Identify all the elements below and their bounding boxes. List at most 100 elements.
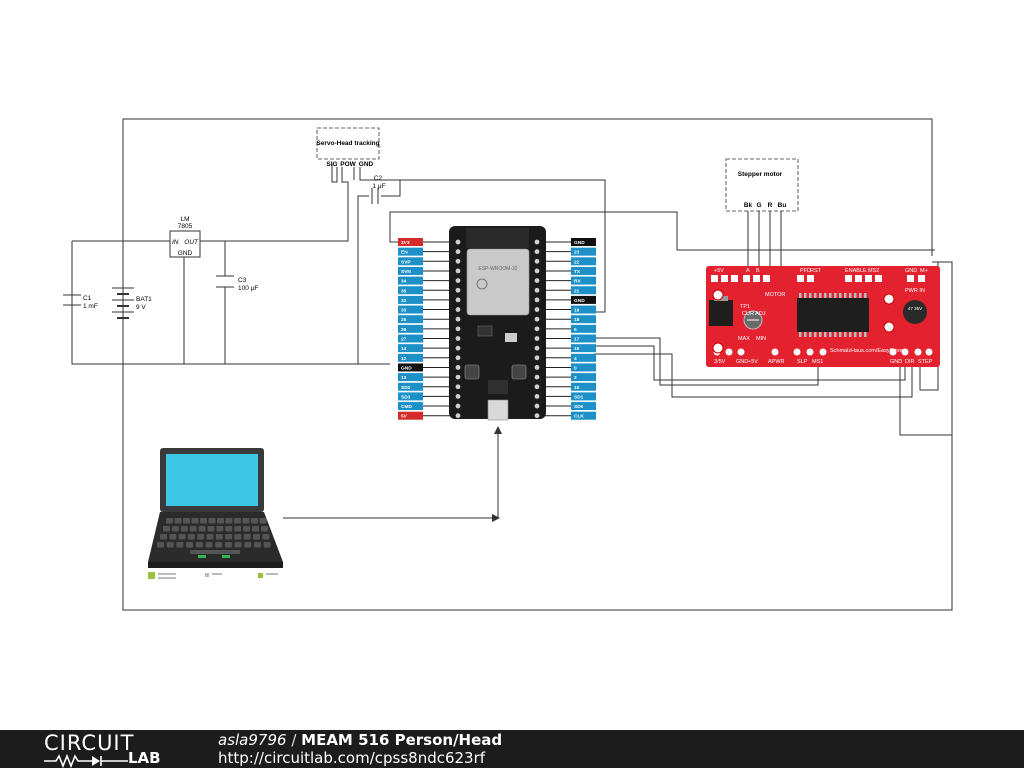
esp32-left-pin: 34 [398,276,455,285]
svg-text:ESP-WROOM-32: ESP-WROOM-32 [478,266,517,272]
esp32-left-pin-label: 12 [401,356,407,362]
esp32-right-pin-label: SD0 [574,404,584,410]
capacitor-c2[interactable]: C2 1 µF [369,175,386,204]
stepper-pin-r: R [768,202,773,209]
driver-chip [797,298,869,332]
esp32-right-pin: 22 [540,257,596,266]
esp32-left-pin-label: SVP [401,259,411,265]
esp32-antenna [466,228,529,248]
esp32-right-pin-label: 23 [574,250,580,256]
footer-circuit-title: MEAM 516 Person/Head [301,731,503,749]
regulator-part: 7805 [178,223,193,230]
esp32-right-pin-label: 19 [574,308,580,314]
esp32-right-pin-label: 2 [574,375,577,381]
esp32-right-pin: 2 [540,373,596,382]
capacitor-c3[interactable]: C3 100 µF [216,275,258,292]
capacitor-c1[interactable]: C1 1 mF [63,294,98,310]
ed-label-tp1: TP1 [740,304,750,310]
esp32-right-pin: 4 [540,353,596,362]
servo-pin-sig: SIG [326,161,337,168]
footer-url-link[interactable]: http://circuitlab.com/cpss8ndc623rf [218,749,486,767]
esp32-left-pin: GND [398,363,455,372]
esp32-left-pin-label: 35 [401,288,407,294]
esp32-left-pin: 14 [398,344,455,353]
esp32-right-pin-label: 0 [574,365,577,371]
esp32-right-pin-label: CLK [574,414,584,420]
esp32-left-pin-label: GND [401,365,412,371]
regulator-lm7805[interactable]: LM 7805 IN OUT GND [169,216,201,258]
ed-bottom-label: +5V [748,359,758,365]
servo-pin-gnd: GND [359,161,374,168]
ed-top-label: GND [905,268,917,274]
laptop-icon[interactable] [148,448,283,579]
logo-bottom-text: LAB [128,749,161,767]
esp32-left-pin-label: SD2 [401,385,411,391]
easydriver-top-pins [711,275,925,282]
esp32-right-pin: 23 [540,247,596,256]
esp32-right-pin: CLK [540,411,596,420]
esp32-left-pin: SD3 [398,392,455,401]
regulator-ref: LM [180,216,189,223]
footer-separator: / [286,731,302,749]
en-button [511,364,527,380]
esp32-left-pin-label: 26 [401,327,407,333]
esp32-left-pin: 25 [398,315,455,324]
esp32-left-pin: 35 [398,286,455,295]
esp32-left-pin: 27 [398,334,455,343]
ed-bottom-label: MS1 [812,359,823,365]
ed-label-max: MAX [738,336,750,342]
ed-bottom-label: STEP [918,359,933,365]
c1-ref: C1 [83,295,92,302]
esp32-left-pin-label: 34 [401,279,407,285]
esp32-right-pin: RX [540,276,596,285]
svg-text:47 35V: 47 35V [908,306,922,311]
esp32-right-pin: 16 [540,344,596,353]
circuitlab-logo[interactable]: CIRCUIT LAB [44,732,174,768]
ed-top-label: ENABLE [845,268,867,274]
esp32-left-pin: 33 [398,305,455,314]
esp32-left-pin-label: 5V [401,414,408,420]
battery-bat1[interactable]: BAT1 9 V [112,287,152,319]
esp32-right-pin-label: TX [574,269,581,275]
ed-bottom-label: 3/5V [714,359,726,365]
esp32-right-pin-label: 16 [574,346,580,352]
esp32-right-pin: SD0 [540,402,596,411]
footer-title: asla9796 / MEAM 516 Person/Head [218,732,502,749]
esp32-right-pin: SD1 [540,392,596,401]
esp32-left-pin-label: 27 [401,337,407,343]
easydriver-board[interactable]: 47 35V MOTOR TP1 CUR ADJ MAX MIN PWR IN … [706,266,940,367]
esp32-left-pin: 3V3 [398,238,455,246]
battery-ref: BAT1 [136,296,152,303]
regulator-pin-out: OUT [184,239,199,246]
battery-value: 9 V [136,304,146,311]
esp32-left-pin-label: EN [401,250,408,256]
esp32-right-pin: 19 [540,305,596,314]
c2-ref: C2 [374,175,383,182]
esp32-right-pin-label: GND [574,240,585,246]
esp32-right-pin-label: 21 [574,288,580,294]
regulator-pin-in: IN [172,239,179,246]
esp32-right-pin: 15 [540,382,596,391]
ed-label-motor: MOTOR [765,292,785,298]
esp32-left-pin: SVP [398,257,455,266]
esp32-right-pin: 17 [540,334,596,343]
ed-label-cur-adj: CUR ADJ [742,311,766,317]
esp32-left-pin: 12 [398,353,455,362]
ed-brand: SchmalzHaus.com/EasyDriver [830,348,904,354]
esp32-board[interactable]: 3V3ENSVPSVN343532332526271412GND13SD2SD3… [398,226,596,421]
stepper-component[interactable]: Stepper motor Bk G R Bu [725,158,799,212]
servo-pin-pow: POW [340,161,356,168]
esp32-left-pin: EN [398,247,455,256]
ed-top-label: RST [810,268,822,274]
esp32-left-pin: 32 [398,295,455,304]
regulator-pin-gnd: GND [178,250,193,257]
footer-author[interactable]: asla9796 [218,731,287,749]
esp32-left-pin: SD2 [398,382,455,391]
c3-value: 100 µF [238,285,258,292]
ce-mark-icon [476,278,488,290]
servo-component[interactable]: Servo-Head tracking SIG POW GND [316,127,380,168]
esp32-left-pin-label: CMD [401,404,412,410]
servo-label: Servo-Head tracking [316,140,379,147]
esp32-left-pin-labels: 3V3ENSVPSVN343532332526271412GND13SD2SD3… [398,238,455,420]
